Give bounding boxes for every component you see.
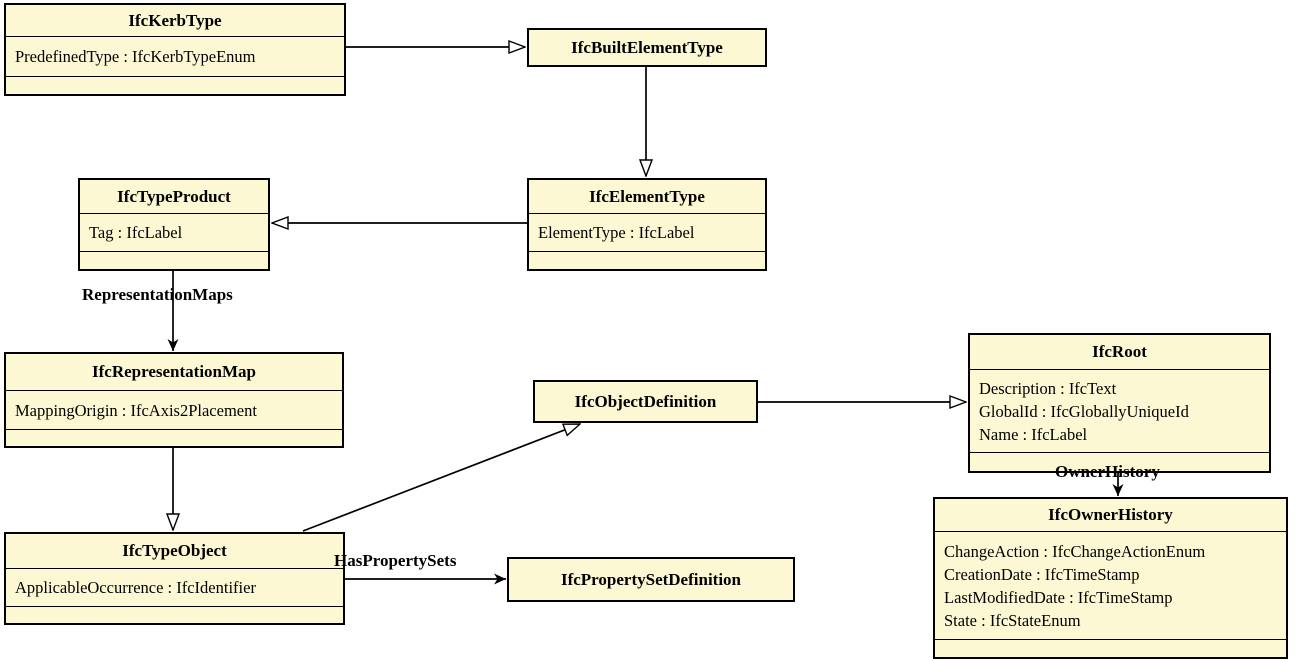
class-title: IfcKerbType [128,10,222,30]
class-box-ifcbuiltelementtype[interactable]: IfcBuiltElementType [527,28,767,67]
edge-label-ownerhistory: OwnerHistory [1055,462,1160,481]
class-box-ifcrepresentationmap[interactable]: IfcRepresentationMap MappingOrigin : Ifc… [4,352,344,448]
operations-compartment-empty [529,251,765,269]
class-title: IfcPropertySetDefinition [560,569,742,589]
class-title: IfcTypeObject [122,541,227,560]
class-box-ifckerbtype[interactable]: IfcKerbType PredefinedType : IfcKerbType… [4,3,346,96]
class-box-ifcroot[interactable]: IfcRoot Description : IfcText GlobalId :… [968,333,1271,473]
attribute: Tag : IfcLabel [89,223,183,242]
class-attributes: MappingOrigin : IfcAxis2Placement [6,390,342,429]
attribute: Name : IfcLabel [979,424,1088,444]
edge-generalization-typeobject-objectdefinition [302,423,580,532]
operations-compartment-empty [6,76,344,94]
class-title: IfcElementType [589,186,705,206]
class-title: IfcTypeProduct [117,186,231,206]
edge-label-haspropertysets: HasPropertySets [334,551,457,570]
class-box-ifctypeproduct[interactable]: IfcTypeProduct Tag : IfcLabel [78,178,270,271]
class-attributes: ApplicableOccurrence : IfcIdentifier [6,568,343,606]
class-box-ifcownerhistory[interactable]: IfcOwnerHistory ChangeAction : IfcChange… [933,497,1288,659]
class-title: IfcRepresentationMap [92,362,256,381]
class-title: IfcObjectDefinition [574,391,717,411]
class-box-ifcpropertysetdefinition[interactable]: IfcPropertySetDefinition [507,557,795,602]
class-attributes: Description : IfcText GlobalId : IfcGlob… [970,369,1269,452]
edge-label-representationmaps: RepresentationMaps [82,285,233,304]
attribute: State : IfcStateEnum [944,610,1081,630]
operations-compartment-empty [6,429,342,446]
attribute: LastModifiedDate : IfcTimeStamp [944,587,1173,607]
class-box-ifctypeobject[interactable]: IfcTypeObject ApplicableOccurrence : Ifc… [4,532,345,625]
attribute: Description : IfcText [979,378,1117,398]
class-title: IfcRoot [1092,342,1147,361]
attribute: PredefinedType : IfcKerbTypeEnum [15,47,256,66]
attribute: ChangeAction : IfcChangeActionEnum [944,541,1206,561]
class-attributes: ElementType : IfcLabel [529,213,765,251]
operations-compartment-empty [80,251,268,269]
attribute: ElementType : IfcLabel [538,223,695,242]
attribute: ApplicableOccurrence : IfcIdentifier [15,578,256,597]
attribute: CreationDate : IfcTimeStamp [944,564,1140,584]
operations-compartment-empty [6,606,343,623]
class-box-ifcelementtype[interactable]: IfcElementType ElementType : IfcLabel [527,178,767,271]
class-attributes: Tag : IfcLabel [80,213,268,251]
attribute: GlobalId : IfcGloballyUniqueId [979,401,1189,421]
class-title: IfcOwnerHistory [1048,505,1173,524]
class-attributes: ChangeAction : IfcChangeActionEnum Creat… [935,531,1286,639]
class-box-ifcobjectdefinition[interactable]: IfcObjectDefinition [533,380,758,423]
class-attributes: PredefinedType : IfcKerbTypeEnum [6,36,344,76]
class-title: IfcBuiltElementType [571,37,723,57]
operations-compartment-empty [935,639,1286,657]
operations-compartment-empty [970,452,1269,471]
attribute: MappingOrigin : IfcAxis2Placement [15,400,257,420]
